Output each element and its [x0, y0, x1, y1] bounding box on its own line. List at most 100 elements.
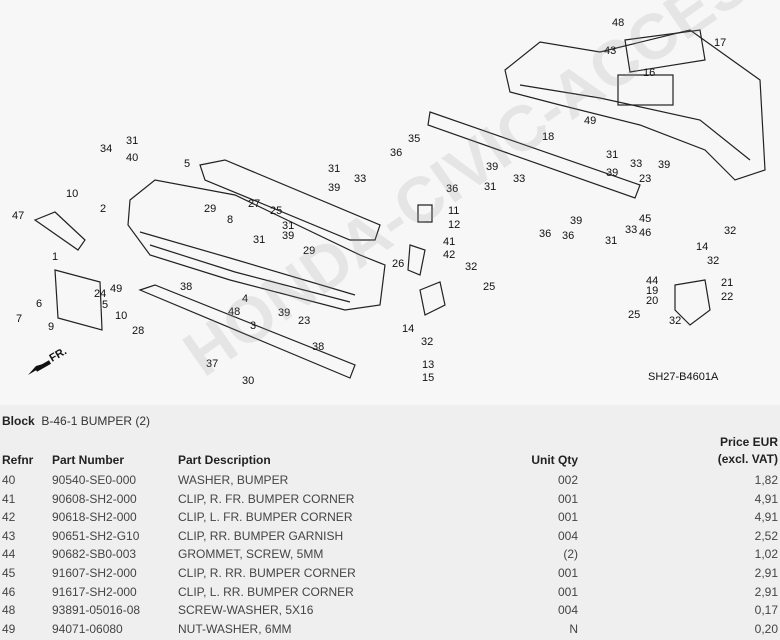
callout-label: 38 — [180, 281, 192, 293]
callout-label: 36 — [446, 183, 458, 195]
cell-refnr: 48 — [2, 603, 16, 618]
callout-label: 32 — [465, 261, 477, 273]
callout-label: 17 — [714, 37, 726, 49]
callout-label: 12 — [448, 219, 460, 231]
callout-label: 39 — [606, 167, 618, 179]
cell-part-number: 90651-SH2-G10 — [52, 528, 140, 543]
callout-label: 26 — [392, 258, 404, 270]
callout-label: 35 — [408, 133, 420, 145]
callout-label: 4 — [242, 293, 248, 305]
callout-label: 39 — [486, 161, 498, 173]
callout-label: 16 — [643, 67, 655, 79]
callout-label: 46 — [639, 227, 651, 239]
callout-label: 3 — [250, 320, 256, 332]
cell-refnr: 44 — [2, 547, 16, 562]
callout-label: 36 — [562, 230, 574, 242]
cell-refnr: 43 — [2, 528, 16, 543]
front-arrow — [28, 360, 51, 375]
callout-label: 19 — [646, 285, 658, 297]
callout-label: 49 — [584, 115, 596, 127]
callout-label: 39 — [278, 307, 290, 319]
callout-label: 39 — [570, 215, 582, 227]
cell-qty: N — [569, 621, 578, 636]
cell-part-number: 90682-SB0-003 — [52, 547, 137, 562]
callout-label: 32 — [669, 315, 681, 327]
callout-label: 37 — [206, 358, 218, 370]
callout-label: 31 — [282, 220, 294, 232]
cell-price: 1,82 — [754, 473, 778, 487]
callout-label: 25 — [270, 205, 282, 217]
callout-label: 31 — [605, 235, 617, 247]
cell-qty: 001 — [557, 566, 578, 580]
callout-label: 11 — [448, 205, 459, 217]
callout-label: 40 — [126, 152, 138, 164]
front-label: FR. — [48, 345, 69, 364]
block-label: Block — [2, 414, 35, 428]
callout-label: 20 — [646, 295, 658, 307]
callout-label: 49 — [110, 283, 122, 295]
cell-price: 2,52 — [754, 528, 778, 543]
lower-spoiler — [138, 284, 356, 379]
callout-label: 33 — [625, 224, 637, 236]
cell-qty: (2) — [563, 547, 578, 562]
callout-label: 25 — [483, 281, 495, 293]
callout-label: 18 — [542, 131, 554, 143]
callout-label: 39 — [282, 230, 294, 242]
cell-refnr: 40 — [2, 473, 16, 487]
callout-label: 32 — [707, 255, 719, 267]
cell-price: 0,17 — [754, 603, 778, 618]
callout-label: 10 — [66, 188, 78, 200]
callout-label: 33 — [630, 158, 642, 170]
cell-description: GROMMET, SCREW, 5MM — [178, 547, 324, 562]
callout-label: 33 — [513, 173, 525, 185]
table-row[interactable]: 46 91617-SH2-000 CLIP, L. RR. BUMPER CORNE… — [0, 585, 780, 603]
diagram-parts — [33, 29, 766, 379]
callout-label: 31 — [253, 234, 265, 246]
header-qty: Unit Qty — [531, 453, 578, 467]
callout-label: 5 — [184, 158, 190, 170]
callout-label: 6 — [36, 298, 42, 310]
callout-label: 38 — [312, 341, 324, 353]
cell-part-number: 91607-SH2-000 — [52, 566, 137, 580]
block-title: Block B-46-1 BUMPER (2) — [2, 414, 150, 428]
callout-label: 36 — [539, 228, 551, 240]
cell-qty: 004 — [557, 528, 578, 543]
callout-label: 29 — [303, 245, 315, 257]
diagram-code: SH27-B4601A — [648, 371, 719, 383]
cell-qty: 002 — [557, 473, 578, 487]
table-row[interactable]: 43 90651-SH2-G10 CLIP, RR. BUMPER GARNISH 0… — [0, 529, 780, 547]
callout-label: 31 — [484, 181, 496, 193]
cell-qty: 001 — [557, 510, 578, 525]
cell-refnr: 41 — [2, 491, 16, 506]
callout-label: 7 — [16, 313, 22, 325]
callout-label: 48 — [228, 306, 240, 318]
callout-label: 23 — [298, 315, 310, 327]
cell-price: 2,91 — [754, 584, 778, 599]
header-price-line1: Price EUR — [719, 435, 778, 449]
cell-part-number: 94071-06080 — [52, 621, 123, 636]
cell-part-number: 90608-SH2-000 — [52, 491, 137, 506]
cell-qty: 004 — [557, 603, 578, 618]
callout-label: 25 — [628, 309, 640, 321]
header-price-line2: (excl. VAT) — [717, 452, 778, 466]
callout-label: 31 — [606, 149, 618, 161]
callout-label: 10 — [115, 310, 127, 322]
callout-label: 41 — [443, 236, 455, 248]
callout-label: 9 — [48, 321, 54, 333]
callout-label: 2 — [100, 203, 106, 215]
cell-part-number: 91617-SH2-000 — [52, 584, 137, 599]
cell-qty: 001 — [557, 584, 578, 599]
cell-description: CLIP, L. RR. BUMPER CORNER — [178, 584, 354, 599]
cell-description: CLIP, RR. BUMPER GARNISH — [178, 528, 344, 543]
cell-refnr: 46 — [2, 584, 16, 599]
callout-label: 5 — [102, 299, 108, 311]
header-description: Part Description — [178, 453, 271, 467]
callout-label: 14 — [696, 241, 708, 253]
